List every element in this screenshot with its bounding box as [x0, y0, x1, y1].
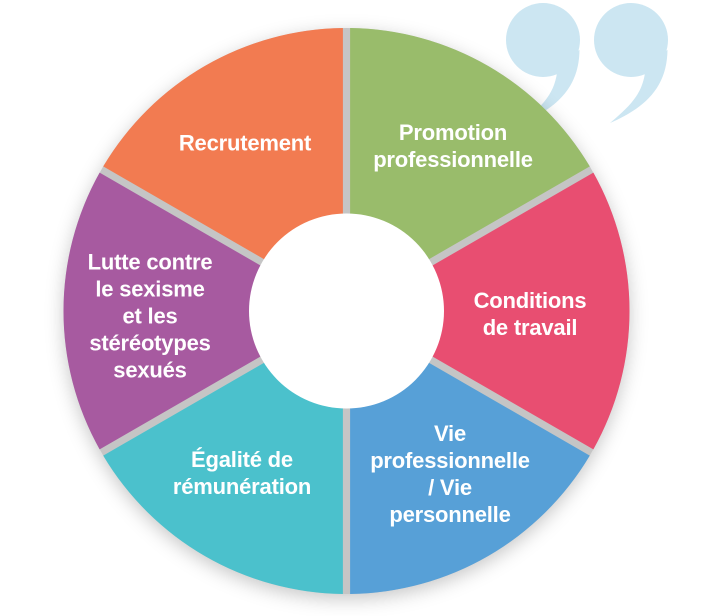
quote-comma-right	[594, 3, 668, 123]
donut-segment-5	[103, 28, 343, 262]
donut-center-hole	[249, 213, 444, 409]
closing-quote-icon	[506, 3, 668, 123]
donut-segment-0	[350, 28, 590, 262]
donut-segment-1	[427, 172, 630, 450]
donut-segment-4	[63, 172, 266, 450]
donut-segment-3	[103, 360, 343, 594]
quote-comma-left	[506, 3, 580, 123]
donut-segment-2	[350, 360, 590, 594]
